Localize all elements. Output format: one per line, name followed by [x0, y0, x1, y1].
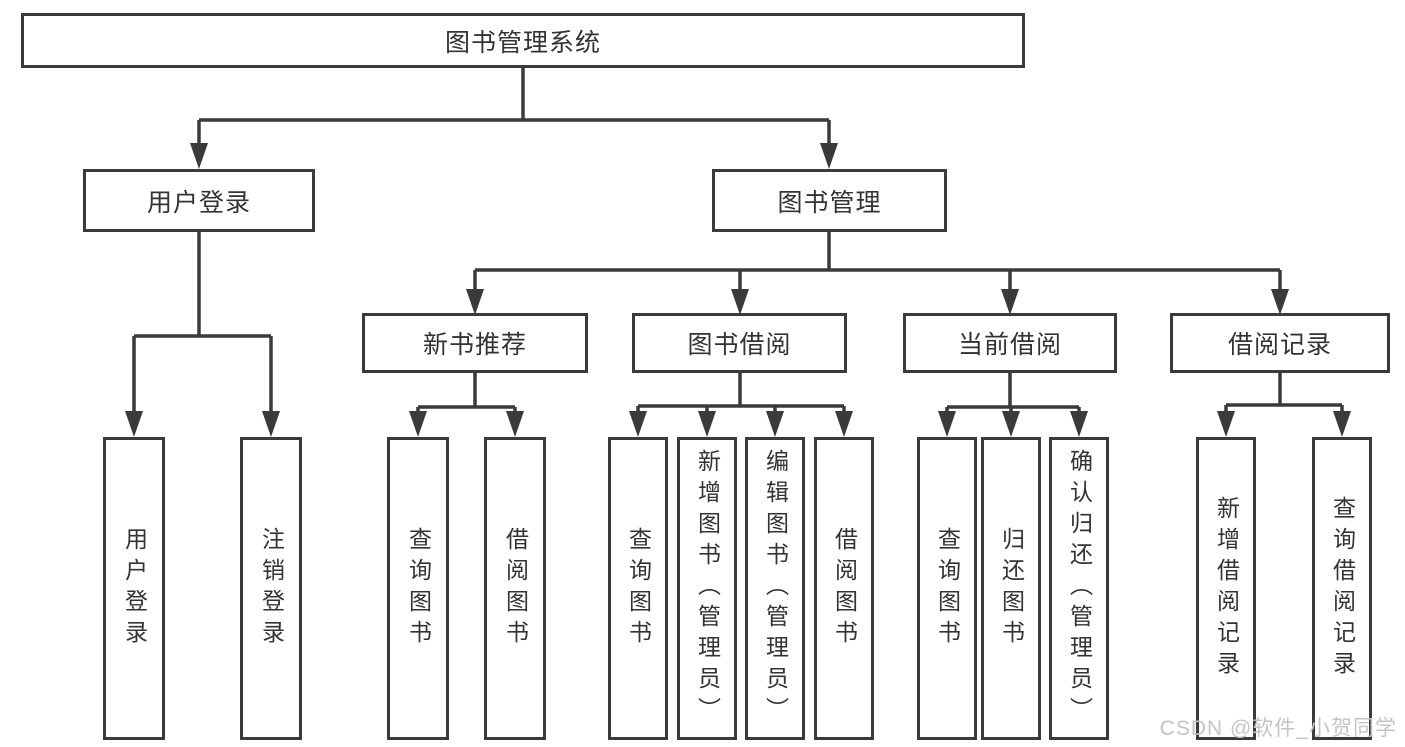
node-user-login-label: 用户登录 [146, 188, 251, 217]
node-root-label: 图书管理系统 [444, 28, 601, 57]
arrowhead-icon [190, 143, 208, 169]
leaf-edit-book-admin-label: 编辑图书（管理员） [762, 449, 789, 728]
node-borrowing-records: 借阅记录 [1170, 313, 1390, 373]
arrowhead-icon [766, 411, 784, 437]
arrowhead-icon [1333, 411, 1351, 437]
leaf-borrow-books-recommend-label: 借阅图书 [502, 526, 529, 651]
leaf-borrow-books-recommend: 借阅图书 [484, 437, 546, 740]
connector-path [132, 232, 273, 421]
node-borrowing-records-label: 借阅记录 [1227, 331, 1332, 359]
node-root: 图书管理系统 [21, 13, 1025, 68]
connector-path [473, 232, 1282, 299]
arrowhead-icon [835, 411, 853, 437]
node-user-login: 用户登录 [83, 169, 315, 232]
node-book-management-label: 图书管理 [777, 188, 882, 217]
leaf-query-borrow-record: 查询借阅记录 [1312, 437, 1372, 740]
node-current-borrowing-label: 当前借阅 [957, 331, 1062, 359]
leaf-query-books-recommend: 查询图书 [387, 437, 449, 740]
leaf-add-book-admin-label: 新增图书（管理员） [694, 449, 721, 728]
connector-path [636, 373, 846, 421]
leaf-query-books-current: 查询图书 [917, 437, 977, 740]
leaf-query-books-current-label: 查询图书 [934, 526, 961, 651]
leaf-query-books-borrow-label: 查询图书 [625, 526, 652, 651]
arrowhead-icon [820, 143, 838, 169]
leaf-add-book-admin: 新增图书（管理员） [677, 437, 737, 740]
arrowhead-icon [938, 411, 956, 437]
leaf-query-books-borrow: 查询图书 [608, 437, 668, 740]
node-new-book-recommend-label: 新书推荐 [422, 331, 527, 359]
connector-path [1224, 373, 1344, 421]
connector-path [416, 373, 517, 421]
leaf-query-borrow-record-label: 查询借阅记录 [1329, 495, 1356, 682]
leaf-add-borrow-record: 新增借阅记录 [1196, 437, 1256, 740]
arrowhead-icon [466, 289, 484, 315]
leaf-borrow-books: 借阅图书 [814, 437, 874, 740]
leaf-add-borrow-record-label: 新增借阅记录 [1213, 495, 1240, 682]
arrowhead-icon [629, 411, 647, 437]
connector-path [197, 68, 831, 153]
arrowhead-icon [1002, 411, 1020, 437]
arrowhead-icon [1070, 411, 1088, 437]
leaf-user-login-label: 用户登录 [121, 526, 148, 651]
node-current-borrowing: 当前借阅 [903, 313, 1117, 373]
leaf-return-books-label: 归还图书 [998, 526, 1025, 651]
leaf-edit-book-admin: 编辑图书（管理员） [745, 437, 805, 740]
watermark: CSDN @软件_小贺同学 [1159, 717, 1397, 740]
arrowhead-icon [731, 289, 749, 315]
arrowhead-icon [125, 411, 143, 437]
node-book-management: 图书管理 [712, 169, 947, 232]
leaf-logout: 注销登录 [240, 437, 302, 740]
arrowhead-icon [1271, 289, 1289, 315]
leaf-user-login: 用户登录 [103, 437, 165, 740]
node-book-borrowing: 图书借阅 [632, 313, 847, 373]
leaf-borrow-books-label: 借阅图书 [831, 526, 858, 651]
leaf-query-books-recommend-label: 查询图书 [405, 526, 432, 651]
arrowhead-icon [1217, 411, 1235, 437]
arrowhead-icon [506, 411, 524, 437]
leaf-confirm-return-admin-label: 确认归还（管理员） [1066, 449, 1093, 728]
node-book-borrowing-label: 图书借阅 [687, 331, 792, 359]
node-new-book-recommend: 新书推荐 [362, 313, 588, 373]
arrowhead-icon [1001, 289, 1019, 315]
arrowhead-icon [698, 411, 716, 437]
leaf-return-books: 归还图书 [981, 437, 1041, 740]
arrowhead-icon [409, 411, 427, 437]
leaf-logout-label: 注销登录 [258, 526, 285, 651]
arrowhead-icon [262, 411, 280, 437]
leaf-confirm-return-admin: 确认归还（管理员） [1049, 437, 1109, 740]
